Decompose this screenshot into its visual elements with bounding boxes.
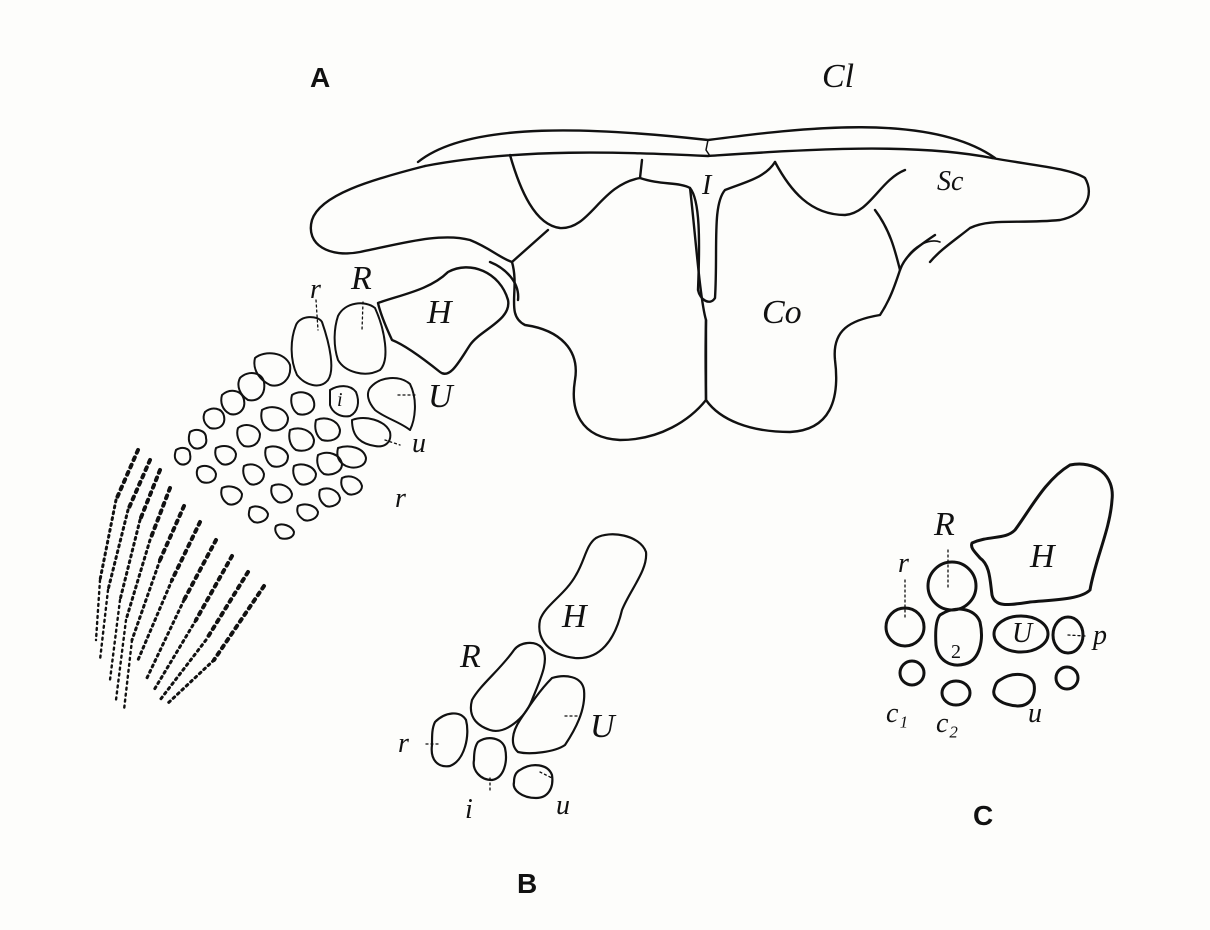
- panel-a-paddle: [94, 299, 419, 712]
- panel-c-limb: [884, 462, 1114, 708]
- label-humerus-c: H: [1030, 538, 1055, 575]
- ulnare-c: [992, 673, 1036, 708]
- label-radius-a: R: [351, 260, 372, 297]
- label-radiale-b: r: [398, 728, 409, 759]
- radius-b: [469, 641, 547, 732]
- radiale-a: [290, 316, 333, 387]
- radius-a: [333, 302, 387, 375]
- radiale-b: [430, 712, 469, 768]
- humerus-a: [376, 266, 510, 375]
- panel-a-girdle: [309, 126, 1090, 442]
- left-scapula: [309, 164, 514, 264]
- panel-b-limb: [425, 533, 648, 800]
- humerus-b: [538, 533, 648, 660]
- right-coracoid: [704, 160, 937, 434]
- radius-c: [926, 560, 978, 612]
- panel-label-b: B: [517, 868, 538, 899]
- label-radius-c: R: [934, 506, 955, 543]
- ulna-a: [366, 377, 416, 431]
- phalanges-a: [173, 352, 367, 540]
- label-ulnare-a: u: [412, 428, 426, 459]
- humerus-c: [970, 462, 1114, 607]
- label-ulnare-c: u: [1028, 698, 1042, 729]
- distal-dots-a: [94, 448, 266, 712]
- label-humerus-a: H: [427, 294, 452, 331]
- c2-bone: [940, 679, 972, 707]
- extra-bone-c: [1054, 665, 1080, 691]
- intermedium-b: [472, 737, 508, 782]
- label-humerus-b: H: [562, 598, 587, 635]
- label-clavicle: Cl: [822, 58, 855, 95]
- ulnare-a: [351, 417, 392, 448]
- label-extra-a: r: [395, 483, 406, 514]
- intermedium-a: [329, 385, 359, 418]
- label-ulnare-b: u: [556, 790, 570, 821]
- ulna-b: [511, 675, 586, 755]
- left-coracoid: [508, 153, 708, 442]
- radiale-c: [884, 606, 926, 648]
- interclavicle: [638, 158, 777, 303]
- label-intermedium-b: i: [465, 794, 473, 825]
- right-scapula: [928, 156, 1090, 264]
- panel-label-a: A: [310, 62, 331, 93]
- label-centrale-2-c: 2: [951, 641, 961, 663]
- ulnare-b: [512, 764, 554, 800]
- label-ulna-b: U: [590, 708, 615, 745]
- centrale-2-c: [934, 607, 983, 667]
- c1-bone: [898, 659, 926, 687]
- label-radius-b: R: [460, 638, 481, 675]
- label-interclavicle: I: [702, 170, 712, 201]
- label-pisiform-c: p: [1093, 620, 1107, 651]
- label-c2: c₂: [936, 708, 959, 739]
- panel-label-c: C: [973, 800, 994, 831]
- label-radiale-a: r: [310, 274, 321, 305]
- label-scapula: Sc: [937, 166, 964, 197]
- label-c1: c₁: [886, 698, 909, 729]
- ulna-c: [992, 614, 1050, 654]
- label-ulna-c: U: [1012, 618, 1033, 649]
- pisiform-c: [1051, 615, 1085, 655]
- label-radiale-c: r: [898, 548, 909, 579]
- label-intermedium-a: i: [337, 389, 343, 411]
- label-ulna-a: U: [428, 378, 453, 415]
- label-coracoid: Co: [762, 294, 802, 331]
